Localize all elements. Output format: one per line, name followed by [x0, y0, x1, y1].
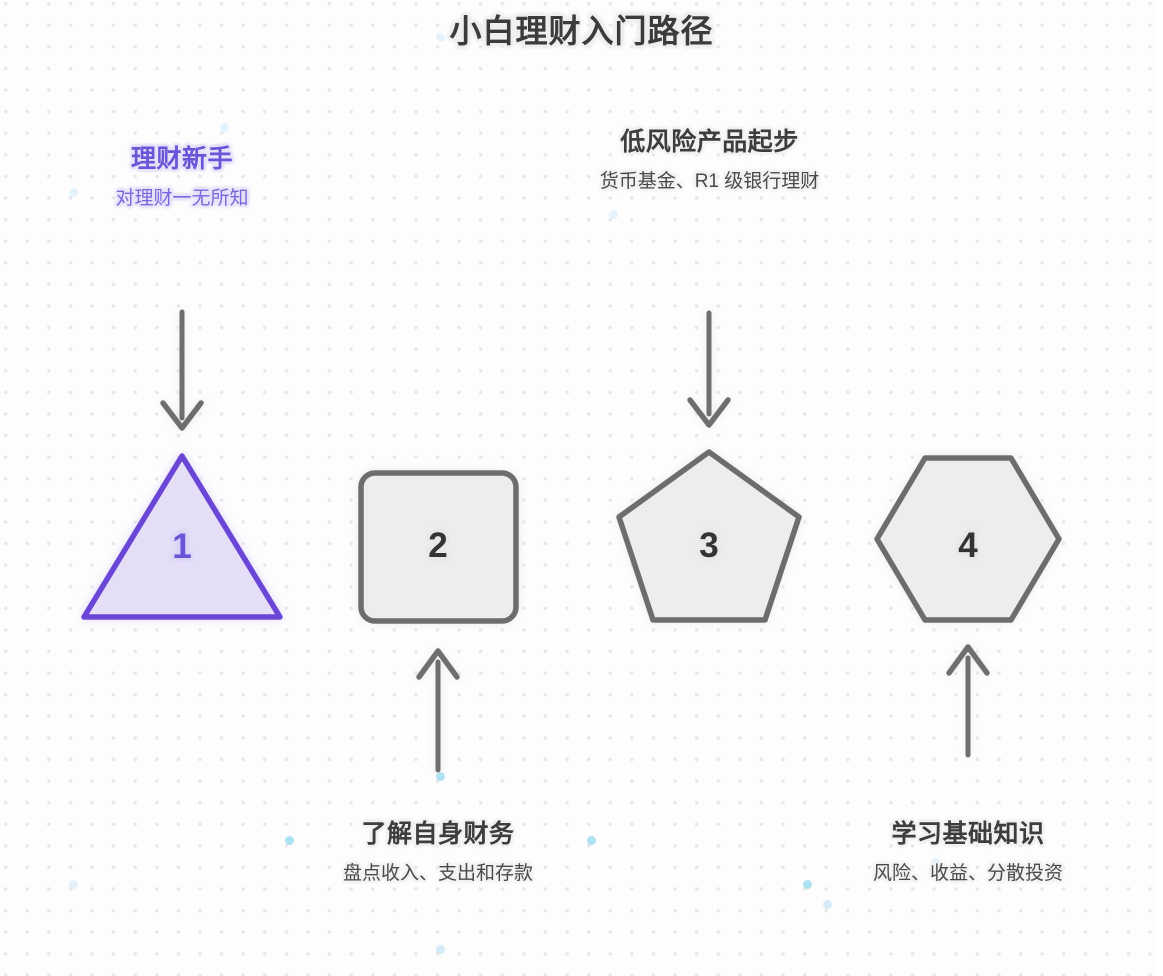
step-4-label-block: 学习基础知识 风险、收益、分散投资 [818, 818, 1118, 886]
step-1-subtitle: 对理财一无所知 [115, 188, 249, 209]
step-2-label-block: 了解自身财务 盘点收入、支出和存款 [288, 818, 588, 886]
accent-dot [220, 123, 229, 132]
step-2-title: 了解自身财务 [361, 820, 515, 848]
step-3-subtitle: 货币基金、R1 级银行理财 [599, 171, 820, 192]
accent-dot [587, 836, 596, 845]
step-4-title: 学习基础知识 [891, 820, 1045, 848]
step-3-number: 3 [699, 526, 719, 565]
step-4-number: 4 [958, 526, 978, 565]
arrow-to-step-3 [687, 310, 731, 428]
step-2-subtitle: 盘点收入、支出和存款 [342, 863, 533, 884]
accent-dot [931, 858, 940, 867]
step-2-number: 2 [428, 526, 448, 565]
step-1-label-block: 理财新手 对理财一无所知 [52, 143, 312, 211]
accent-dot [69, 880, 78, 889]
page-title: 小白理财入门路径 [449, 13, 714, 49]
step-3-label-block: 低风险产品起步 货币基金、R1 级银行理财 [577, 126, 842, 194]
accent-dot [609, 210, 618, 219]
accent-dot [803, 880, 812, 889]
accent-dot [823, 900, 832, 909]
accent-dot [69, 188, 78, 197]
arrow-to-step-1 [160, 309, 204, 431]
step-3-title: 低风险产品起步 [620, 128, 799, 156]
step-1-number: 1 [172, 527, 192, 566]
accent-dot [436, 33, 445, 42]
arrow-to-step-2 [416, 648, 460, 773]
step-1-title: 理财新手 [130, 145, 233, 173]
accent-dot [436, 772, 445, 781]
step-shape-triangle[interactable] [81, 453, 283, 620]
step-4-subtitle: 风险、收益、分散投资 [872, 863, 1063, 884]
arrow-to-step-4 [946, 644, 990, 758]
accent-dot [285, 836, 294, 845]
step-shape-pentagon[interactable] [616, 449, 802, 623]
step-shape-hexagon[interactable] [874, 455, 1062, 623]
right-edge-fade [1156, 0, 1163, 976]
accent-dot [436, 945, 445, 954]
step-shape-square[interactable] [358, 470, 519, 624]
